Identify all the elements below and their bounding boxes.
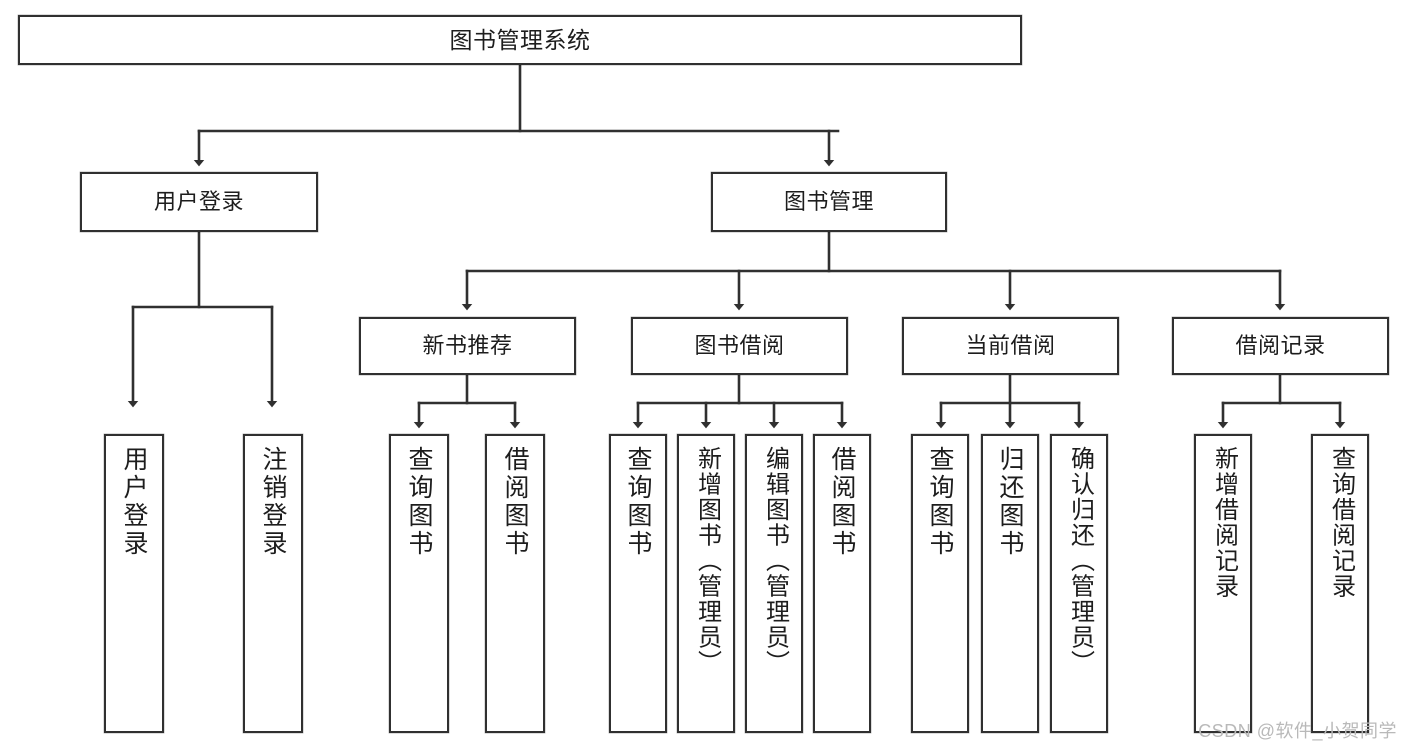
node-label: 查询借阅记录 [1327,446,1355,599]
node-label: 查询图书 [926,446,954,558]
leaf-add-book-admin[interactable]: 新增图书（管理员） [677,434,735,733]
csdn-watermark: CSDN @软件_小贺同学 [1198,721,1397,741]
node-label: 确认归还（管理员） [1066,446,1094,676]
node-label: 注销登录 [259,446,287,558]
node-label: 图书借阅 [694,333,785,359]
leaf-add-borrow-record[interactable]: 新增借阅记录 [1194,434,1252,733]
node-book-management[interactable]: 图书管理 [711,172,947,232]
node-label: 借阅记录 [1235,333,1326,359]
node-label: 新增图书（管理员） [693,446,721,676]
node-label: 新书推荐 [422,333,513,359]
node-borrow-record[interactable]: 借阅记录 [1172,317,1389,375]
leaf-borrow-book-borrow[interactable]: 借阅图书 [813,434,871,733]
node-label: 编辑图书（管理员） [761,446,789,676]
leaf-return-book[interactable]: 归还图书 [981,434,1039,733]
node-label: 归还图书 [996,446,1024,558]
node-label: 借阅图书 [828,446,856,558]
leaf-query-book-current[interactable]: 查询图书 [911,434,969,733]
node-user-login[interactable]: 用户登录 [80,172,318,232]
node-label: 图书管理系统 [449,26,591,53]
node-book-borrow[interactable]: 图书借阅 [631,317,848,375]
node-label: 查询图书 [624,446,652,558]
node-current-borrow[interactable]: 当前借阅 [902,317,1119,375]
leaf-logout[interactable]: 注销登录 [243,434,303,733]
node-label: 用户登录 [153,189,244,215]
leaf-query-book-newbook[interactable]: 查询图书 [389,434,449,733]
node-label: 新增借阅记录 [1210,446,1238,599]
node-label: 用户登录 [120,446,148,558]
leaf-confirm-return-admin[interactable]: 确认归还（管理员） [1050,434,1108,733]
leaf-borrow-book-newbook[interactable]: 借阅图书 [485,434,545,733]
node-label: 借阅图书 [501,446,529,558]
node-label: 图书管理 [783,189,874,215]
leaf-query-borrow-record[interactable]: 查询借阅记录 [1311,434,1369,733]
node-new-book-recommend[interactable]: 新书推荐 [359,317,576,375]
leaf-user-login[interactable]: 用户登录 [104,434,164,733]
node-root-system[interactable]: 图书管理系统 [18,15,1022,65]
leaf-edit-book-admin[interactable]: 编辑图书（管理员） [745,434,803,733]
node-label: 当前借阅 [965,333,1056,359]
node-label: 查询图书 [405,446,433,558]
leaf-query-book-borrow[interactable]: 查询图书 [609,434,667,733]
